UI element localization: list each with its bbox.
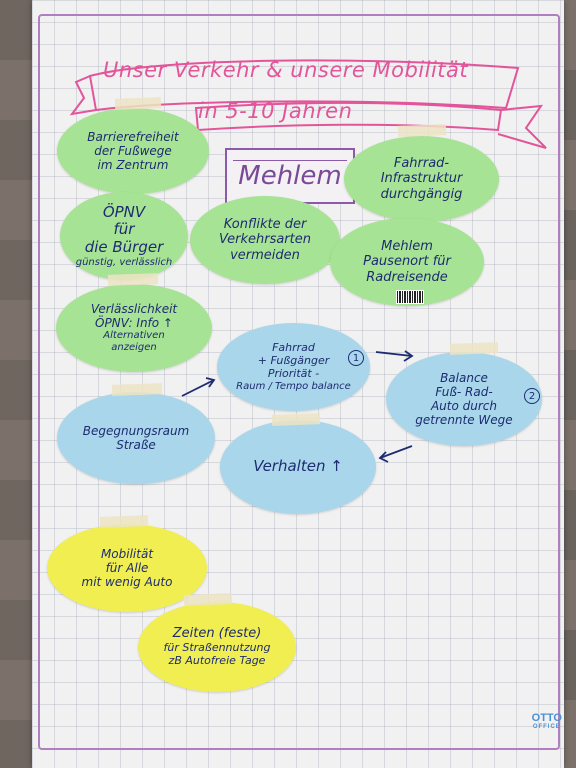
note-line: Priorität - [267,366,320,380]
note-line: durchgängig [380,186,463,202]
note-line: Alternativen [103,330,165,342]
title-line-1: Unser Verkehr & unsere Mobilität [103,58,469,82]
note-line: Fuß- Rad- [435,384,493,399]
note-line: Straße [116,438,156,452]
note-oepnv: ÖPNV für die Bürger günstig, verlässlich [60,192,188,280]
note-konflikte: Konflikte der Verkehrsarten vermeiden [190,196,340,284]
note-balance: Balance Fuß- Rad- Auto durch getrennte W… [386,352,542,446]
otto-office-logo: OTTO OFFICE [532,712,562,730]
number-badge-1: 1 [348,350,364,366]
note-line: für Alle [105,560,149,575]
title-line-2: in 5-10 Jahren [198,99,353,123]
note-line: Begegnungsraum [82,423,190,438]
note-line: Fahrrad [272,340,315,354]
note-line: Mehlem [381,239,433,254]
note-line: die Bürger [84,237,164,256]
note-line: Verlässlichkeit [90,302,178,317]
note-line: anzeigen [111,342,157,354]
note-zeiten: Zeiten (feste) für Straßennutzung zB Aut… [138,602,296,692]
note-line: Verkehrsarten [218,232,311,248]
tape [99,515,149,528]
center-label-text: Mehlem [238,161,342,191]
note-line: Verhalten ↑ [253,457,343,476]
note-verhalten: Verhalten ↑ [220,420,376,514]
logo-brand: OTTO [531,712,562,724]
paper-frame [38,14,560,750]
tape [183,593,233,606]
floor-left [0,0,34,768]
note-prioritaet: Fahrrad + Fußgänger Priorität - Raum / T… [217,323,370,411]
note-verlaesslichkeit: Verlässlichkeit ÖPNV: Info ↑ Alternative… [56,284,212,372]
number-badge-2: 2 [524,388,540,404]
note-line: Balance [440,370,488,385]
note-line: für Straßennutzung [163,640,271,654]
title-banner [69,59,547,149]
note-line: der Fußwege [94,143,172,158]
barcode-sticker [396,290,424,304]
note-mobilitaet: Mobilität für Alle mit wenig Auto [47,524,207,612]
note-line: Raum / Tempo balance [236,380,351,392]
note-line: Auto durch [430,399,498,413]
note-line: vermeiden [230,247,300,263]
note-fahrrad-infrastruktur: Fahrrad- Infrastruktur durchgängig [344,136,499,222]
note-line: Zeiten (feste) [172,626,262,642]
note-line: Radreisende [366,269,448,285]
note-line: im Zentrum [97,158,169,173]
note-line: Barrierefreiheit [87,129,179,144]
note-line: Pausenort für [363,254,451,270]
note-line: mit wenig Auto [81,575,173,590]
note-line: zB Autofreie Tage [168,653,266,667]
note-line: + Fußgänger [257,353,330,367]
note-line: ÖPNV [102,202,146,221]
note-subline: günstig, verlässlich [75,256,173,268]
note-line: Fahrrad- [393,156,450,171]
logo-sub: OFFICE [532,724,561,730]
note-line: ÖPNV: Info ↑ [95,316,173,331]
note-line: getrennte Wege [415,413,513,428]
note-line: Konflikte der [223,217,307,232]
note-barrierefreiheit: Barrierefreiheit der Fußwege im Zentrum [57,108,209,194]
note-line: Mobilität [100,546,154,561]
note-line: für [113,220,135,239]
note-begegnungsraum: Begegnungsraum Straße [57,392,215,484]
note-line: Infrastruktur [380,171,463,187]
center-label-mehlem: Mehlem [225,148,355,204]
